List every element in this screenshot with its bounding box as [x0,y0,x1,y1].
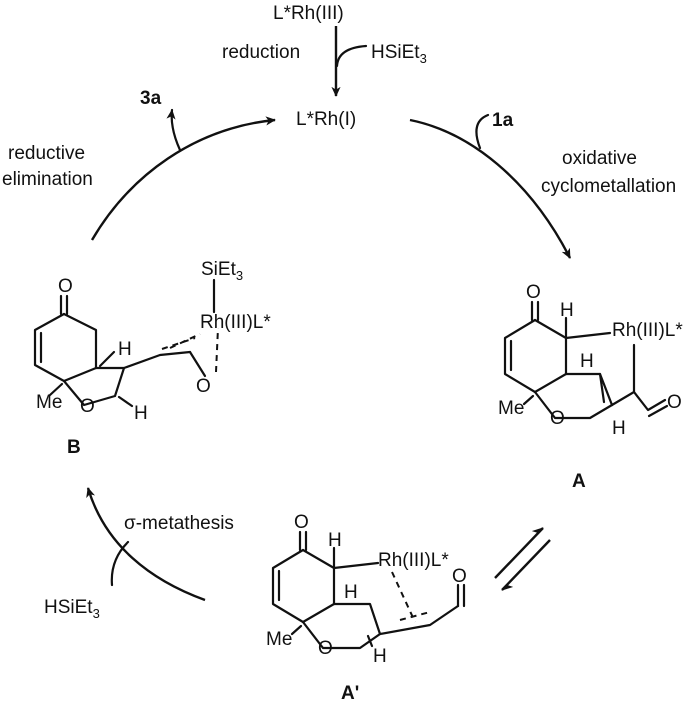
A-rh: Rh(III)L* [612,320,683,341]
precatalyst-label: L*Rh(III) [273,3,344,24]
Ap-H-mid: H [344,582,358,603]
reductive-label-1: reductive [8,143,85,164]
silane-left: HSiEt3 [44,597,100,621]
Ap-H-low: H [373,646,387,667]
reductive-label-2: elimination [2,169,93,190]
A-me: Me [498,398,524,419]
reductive-arc-arrow [90,116,276,241]
silane-top: HSiEt3 [371,42,427,66]
A-ring-O: O [550,408,565,429]
A-H-low: H [612,418,626,439]
reactant-label: 1a [492,110,514,131]
Ap-oxo: O [294,512,309,533]
Ap-H-top: H [328,530,342,551]
active-catalyst-label: L*Rh(I) [296,109,356,130]
A-H-top: H [560,300,574,321]
B-ring-O: O [80,396,95,417]
precatalyst-block: L*Rh(III) reduction HSiEt3 L*Rh(I) [222,3,427,130]
A-oxo: O [526,282,541,303]
Ap-label: A' [341,683,359,704]
Ap-me: Me [266,629,292,650]
A-label: A [572,471,586,492]
B-label: B [67,437,81,458]
Ap-ring-O: O [318,638,333,659]
product-label: 3a [140,88,162,109]
B-si: SiEt3 [201,259,243,283]
intermediate-A-prime: H Rh(III)L* H O H Me O O A' [266,512,467,704]
reduction-label: reduction [222,42,300,63]
B-me: Me [36,392,62,413]
equilibrium-arrows [494,527,551,591]
B-oxo: O [58,276,73,297]
B-H-low: H [134,403,148,424]
B-enol-O: O [196,376,211,397]
oxidative-arc-arrow [409,118,572,259]
reactant-in-curve [475,113,490,150]
intermediate-A: H Rh(III)L* H O H Me O O A [498,282,683,492]
Ap-ald-O: O [452,566,467,587]
sigma-metathesis-label: σ-metathesis [124,513,234,534]
silane-in-curve [335,44,368,68]
silane-left-curve [110,540,130,587]
B-rh: Rh(III)L* [200,312,271,333]
intermediate-B: O H H Me O O Rh(III)L* SiEt3 B [33,259,271,458]
product-out-curve [166,108,182,152]
oxidative-label-1: oxidative [562,148,637,169]
A-ald-O: O [667,392,682,413]
Ap-rh: Rh(III)L* [378,550,449,571]
sigma-metathesis-arrow [86,487,206,602]
A-H-mid: H [580,351,594,372]
oxidative-label-2: cyclometallation [541,176,676,197]
B-H-up: H [118,339,132,360]
